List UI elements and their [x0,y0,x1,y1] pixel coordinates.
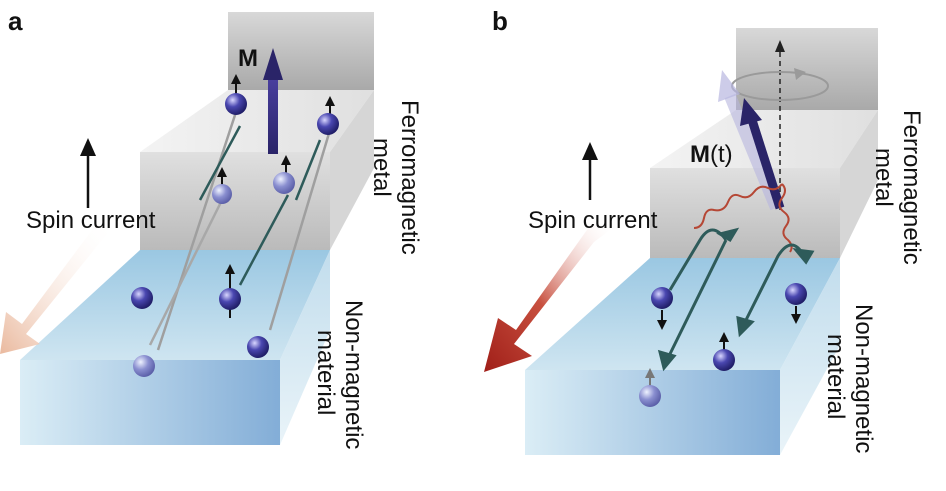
spin-electron [639,368,661,407]
spin-current-flow-arrow [484,220,610,372]
nonmagnet-front-face [525,370,780,455]
spin-current-label: Spin current [528,207,658,234]
ferromagnet-back-face [736,28,878,110]
nonmagnet-top-face [20,250,330,360]
spin-electron [273,155,295,194]
ferromagnet-top-face [140,90,374,152]
spin-paths [148,111,332,351]
spin-current-indicator [80,138,96,208]
spin-electron [247,336,269,358]
spin-electron [651,287,673,330]
ferromagnet-side-face [330,90,374,250]
layer-bottom-label-line2: material [312,330,339,415]
layer-bottom-label-line1: Non-magnetic [850,304,877,453]
ferromagnet-back-face [228,12,374,90]
panel-a: a M [0,6,423,449]
wavy-lines [693,183,793,253]
panel-letter: b [492,6,508,36]
ferromagnet-side-face [840,110,878,258]
nonmagnet-side-face [280,250,330,445]
magnetization-label: M [238,45,258,72]
layer-top-label-line1: Ferromagnetic [898,110,925,265]
spin-current-indicator [582,142,598,200]
spin-electron [317,96,339,135]
nonmagnet-top-face [525,258,840,370]
spin-paths [657,227,815,372]
panel-b: b M(t) [484,6,925,455]
spin-electrons [639,283,807,407]
spin-current-label: Spin current [26,207,156,234]
panel-letter: a [8,6,23,36]
spin-electron [225,74,247,115]
layer-top-label-line1: Ferromagnetic [396,100,423,255]
ferromagnet-front-face [140,152,330,250]
layer-top-label-line2: metal [870,148,897,207]
layer-bottom-label-line1: Non-magnetic [340,300,367,449]
spin-current-flow-arrow [0,222,112,354]
magnetization-label: M(t) [690,141,733,168]
spin-electron [133,355,155,377]
spin-electron [212,167,232,204]
spin-electron [131,287,153,309]
ferromagnet-top-face [650,110,878,168]
nonmagnet-front-face [20,360,280,445]
magnetization-arrow [263,48,283,154]
spin-electron [219,264,241,318]
precession-cone [718,40,829,211]
layer-bottom-label-line2: material [822,334,849,419]
layer-top-label-line2: metal [368,138,395,197]
nonmagnet-side-face [780,258,840,455]
spin-electrons [131,74,339,377]
ferromagnet-front-face [650,168,840,258]
spin-electron [713,332,735,371]
spin-electron [785,283,807,324]
